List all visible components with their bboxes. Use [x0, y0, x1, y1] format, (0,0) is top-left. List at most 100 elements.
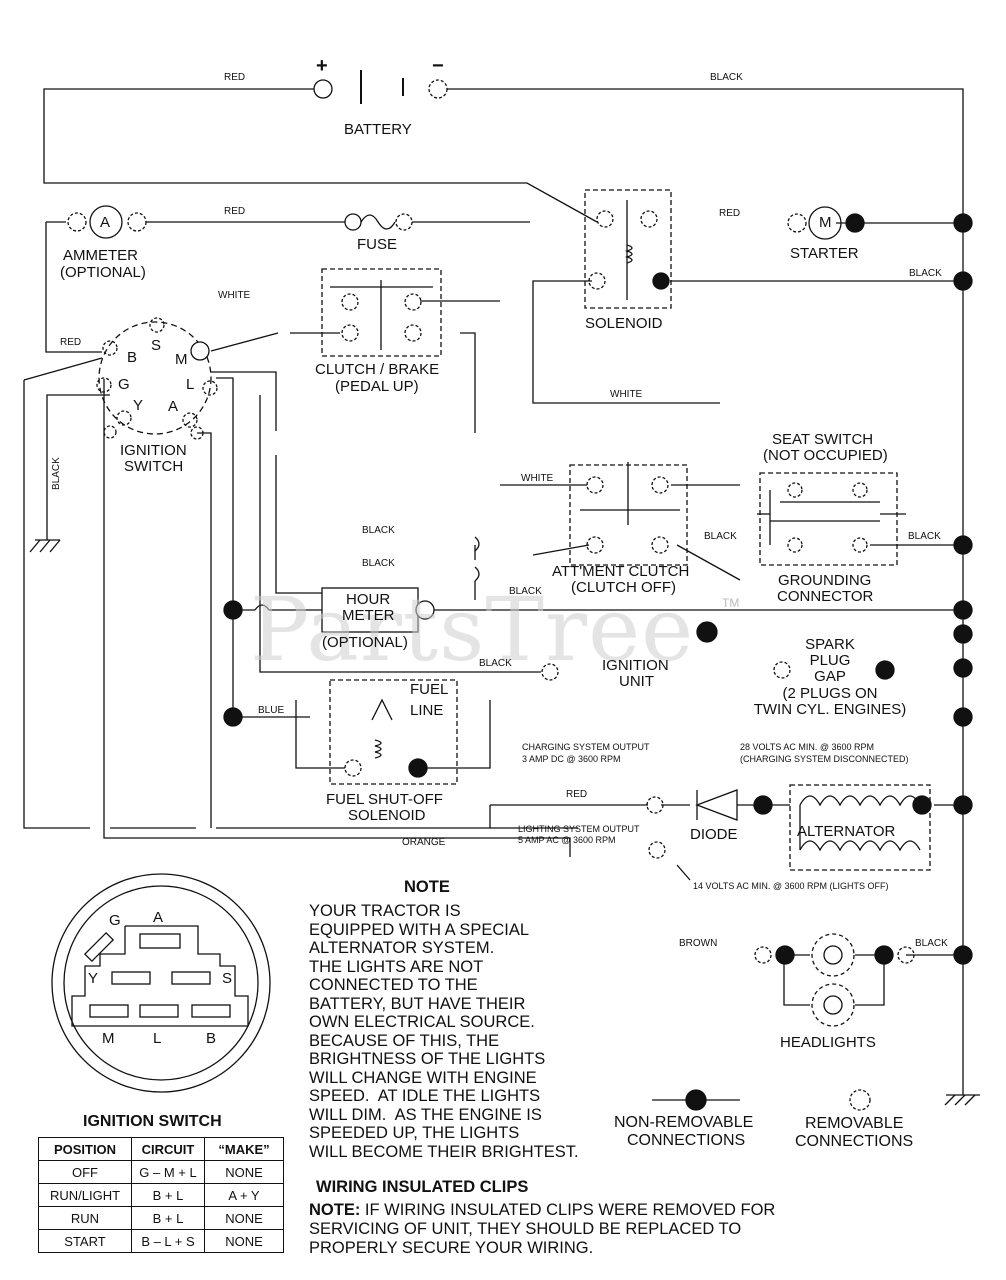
ign-term-b: B: [127, 349, 138, 366]
hour-meter: [321, 587, 435, 633]
hour-meter-label-2: METER: [342, 607, 395, 624]
col-circuit: CIRCUIT: [131, 1137, 205, 1161]
spark-label-5: TWIN CYL. ENGINES): [753, 701, 907, 718]
wire-black-vert: BLACK: [51, 457, 62, 490]
note-title: NOTE: [404, 878, 450, 896]
lighting-output-2: 5 AMP AC @ 3600 RPM: [518, 835, 616, 845]
cell-make: A + Y: [204, 1183, 284, 1207]
spark-label-2: PLUG: [809, 652, 851, 669]
wire-white-left: WHITE: [218, 290, 251, 301]
wire-black-b: BLACK: [362, 558, 395, 569]
legend-non-removable-2: CONNECTIONS: [627, 1132, 746, 1149]
fuel-shutoff-label-2: SOLENOID: [348, 807, 426, 824]
battery-minus: −: [432, 55, 444, 77]
wire-red-ign: RED: [60, 337, 82, 348]
wire-black-c: BLACK: [509, 586, 542, 597]
clutch-brake-label: CLUTCH / BRAKE: [315, 361, 440, 378]
cell-circuit: B – L + S: [131, 1229, 205, 1253]
battery-plus: +: [316, 55, 328, 77]
cell-circuit: G – M + L: [131, 1160, 205, 1184]
ammeter-letter: A: [100, 214, 111, 231]
wire-white-att: WHITE: [521, 473, 554, 484]
charging-output-1: CHARGING SYSTEM OUTPUT: [522, 742, 650, 752]
plug-g: G: [109, 912, 121, 929]
pedal-up-label: (PEDAL UP): [335, 378, 419, 395]
diode-label: DIODE: [690, 826, 738, 843]
ign-term-y: Y: [133, 397, 144, 414]
ammeter-label: AMMETER: [63, 247, 138, 264]
wire-black-ignunit: BLACK: [479, 658, 512, 669]
hour-meter-optional: (OPTIONAL): [322, 634, 408, 651]
fuse-label: FUSE: [357, 236, 398, 253]
wire-red-top: RED: [224, 72, 246, 83]
grounding-label-2: CONNECTOR: [777, 588, 874, 605]
spark-label-4: (2 PLUGS ON: [782, 685, 878, 702]
attachment-clutch-switch: [569, 462, 688, 566]
ignition-unit: [541, 621, 895, 681]
wire-black-solenoid: BLACK: [909, 268, 942, 279]
battery: [313, 70, 448, 104]
wire-black-a: BLACK: [362, 525, 395, 536]
headlights-label: HEADLIGHTS: [780, 1034, 876, 1051]
col-make: “MAKE”: [204, 1137, 284, 1161]
clutch-brake-switch: [321, 268, 442, 357]
wire-black-head: BLACK: [915, 938, 948, 949]
fuse: [344, 213, 413, 231]
legend: [652, 1089, 871, 1111]
wire-red-fuse: RED: [224, 206, 246, 217]
ignition-switch-plug: [51, 873, 271, 1093]
lighting-output-1: LIGHTING SYSTEM OUTPUT: [518, 824, 640, 834]
clips-note-line-1: NOTE: IF WIRING INSULATED CLIPS WERE REM…: [309, 1201, 775, 1219]
plug-m: M: [102, 1030, 115, 1047]
table-row: RUN/LIGHT B + L A + Y: [38, 1183, 284, 1207]
volts-28-1: 28 VOLTS AC MIN. @ 3600 RPM: [740, 742, 875, 752]
plug-l: L: [153, 1030, 162, 1047]
wire-black-att: BLACK: [704, 531, 737, 542]
wire-black-top: BLACK: [710, 72, 743, 83]
hour-meter-label-1: HOUR: [346, 591, 391, 608]
battery-label: BATTERY: [344, 121, 412, 138]
legend-removable-2: CONNECTIONS: [795, 1133, 914, 1150]
line-label: LINE: [410, 702, 444, 719]
cell-circuit: B + L: [131, 1206, 205, 1230]
ign-term-g: G: [118, 376, 130, 393]
ignition-unit-label-2: UNIT: [619, 673, 654, 690]
watermark: PartsTree: [250, 578, 695, 681]
wire-black-seat: BLACK: [908, 531, 941, 542]
cell-position: OFF: [38, 1160, 132, 1184]
col-position: POSITION: [38, 1137, 132, 1161]
plug-b: B: [206, 1030, 217, 1047]
diode: [646, 789, 773, 859]
spark-label-3: GAP: [814, 668, 846, 685]
table-row: OFF G – M + L NONE: [38, 1160, 284, 1184]
ign-term-m: M: [175, 351, 188, 368]
cell-make: NONE: [204, 1206, 284, 1230]
ignition-switch-symbol: [96, 317, 218, 440]
wire-white-sol: WHITE: [610, 389, 643, 400]
ignition-switch-label-1: IGNITION: [120, 442, 187, 459]
ignition-unit-label-1: IGNITION: [602, 657, 669, 674]
clips-title: WIRING INSULATED CLIPS: [316, 1178, 529, 1196]
seat-switch-label: SEAT SWITCH: [772, 431, 874, 448]
legend-non-removable-1: NON-REMOVABLE: [614, 1114, 754, 1131]
clips-note-label: NOTE:: [309, 1201, 361, 1219]
wire-brown: BROWN: [679, 938, 718, 949]
cell-position: RUN/LIGHT: [38, 1183, 132, 1207]
volts-14: 14 VOLTS AC MIN. @ 3600 RPM (LIGHTS OFF): [693, 881, 889, 891]
plug-y: Y: [88, 970, 99, 987]
table-row: START B – L + S NONE: [38, 1229, 284, 1253]
att-clutch-label: ATT'MENT CLUTCH: [552, 563, 690, 580]
wire-red-diode: RED: [566, 789, 588, 800]
plug-s: S: [222, 970, 233, 987]
watermark-tm: TM: [722, 596, 740, 610]
solenoid-box: [584, 189, 672, 309]
grounding-label-1: GROUNDING: [778, 572, 872, 589]
ign-term-a: A: [168, 398, 179, 415]
spark-label-1: SPARK: [805, 636, 855, 653]
alternator-label: ALTERNATOR: [797, 823, 896, 840]
wire-orange: ORANGE: [402, 837, 446, 848]
volts-28-2: (CHARGING SYSTEM DISCONNECTED): [740, 754, 909, 764]
cell-position: RUN: [38, 1206, 132, 1230]
ground-bus-connections: [223, 213, 973, 965]
